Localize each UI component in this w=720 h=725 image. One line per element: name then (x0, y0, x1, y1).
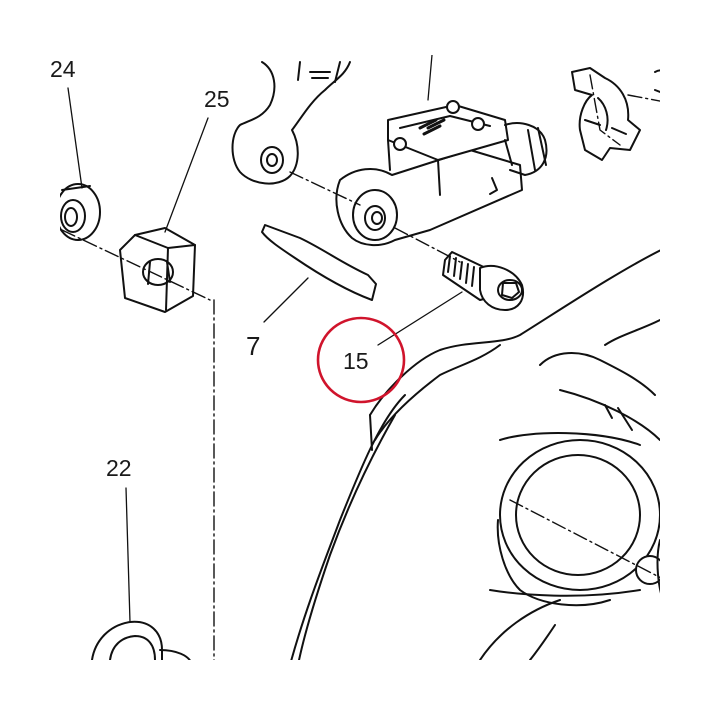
callout-22: 22 (106, 455, 132, 481)
part-15-bolt (442, 251, 524, 311)
part-7-strap (261, 224, 377, 301)
clip-fitting (571, 67, 660, 161)
callout-24: 24 (50, 56, 76, 82)
part-24-washer (60, 183, 101, 241)
highlight-circle (316, 316, 406, 404)
master-cylinder (335, 100, 548, 246)
frame-casting (290, 249, 660, 660)
callout-7: 7 (246, 331, 260, 361)
leader-lines (67, 55, 463, 623)
lever-bracket (231, 61, 351, 185)
callout-15: 15 (343, 348, 369, 374)
part-22-fitting (91, 620, 191, 660)
callout-25: 25 (204, 86, 230, 112)
axis-lines (61, 74, 660, 660)
part-25-spacer (119, 227, 196, 313)
